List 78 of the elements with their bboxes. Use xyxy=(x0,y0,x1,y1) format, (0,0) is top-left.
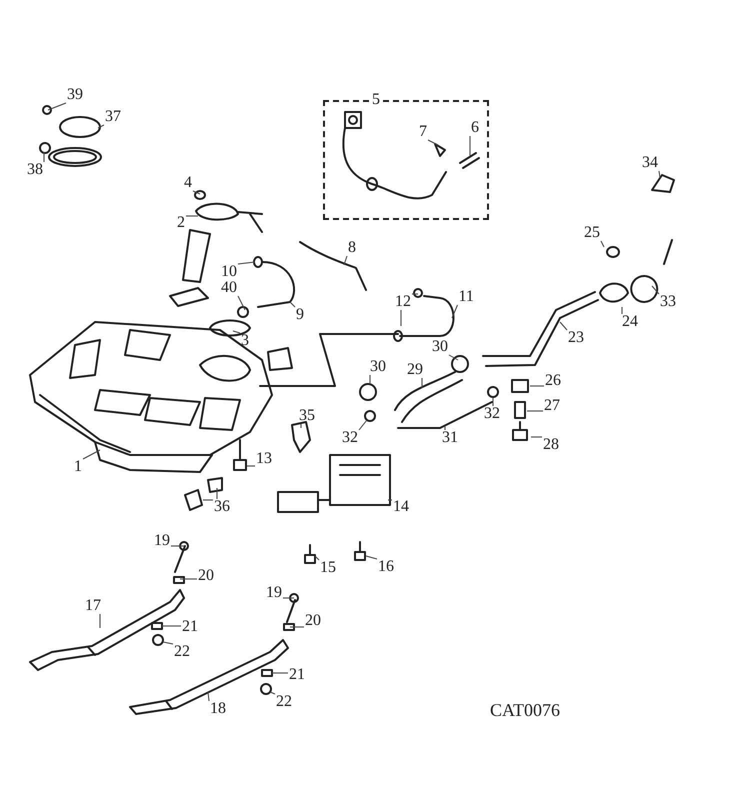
callout-number: 37 xyxy=(104,109,122,125)
leader-line xyxy=(208,692,210,702)
leader-line xyxy=(290,626,304,628)
leader-line xyxy=(192,190,200,194)
leader-line xyxy=(98,124,104,128)
callout-number: 15 xyxy=(319,560,337,576)
leader-line xyxy=(358,420,368,430)
callout-number: 26 xyxy=(544,373,562,389)
leader-line xyxy=(492,398,494,406)
leader-line xyxy=(180,578,198,580)
callout-number: 40 xyxy=(220,280,238,296)
callout-number: 16 xyxy=(377,559,395,575)
callout-number: 3 xyxy=(240,333,250,349)
callout-number: 33 xyxy=(659,294,677,310)
callout-number: 7 xyxy=(418,124,428,140)
callout-number: 4 xyxy=(183,175,193,191)
leader-line xyxy=(530,436,542,438)
callout-number: 39 xyxy=(66,87,84,103)
callout-number: 14 xyxy=(392,499,410,515)
leader-line xyxy=(526,410,544,412)
leader-line xyxy=(428,140,438,146)
leader-line xyxy=(452,304,458,318)
callout-number: 12 xyxy=(394,294,412,310)
callout-number: 19 xyxy=(265,585,283,601)
callout-number: 38 xyxy=(26,162,44,178)
leader-line xyxy=(272,672,288,674)
leader-line xyxy=(238,262,256,264)
callout-number: 8 xyxy=(347,240,357,256)
leader-line xyxy=(290,302,296,308)
callout-number: 30 xyxy=(369,359,387,375)
leader-line xyxy=(162,642,174,644)
callout-number: 18 xyxy=(209,701,227,717)
callout-number: 2 xyxy=(176,215,186,231)
leader-line xyxy=(300,424,302,428)
leader-line xyxy=(652,286,660,294)
callout-number: 28 xyxy=(542,437,560,453)
leader-line xyxy=(270,692,276,694)
callout-number: 9 xyxy=(295,307,305,323)
drawing-code-label: CAT0076 xyxy=(490,700,560,721)
callout-number: 27 xyxy=(543,398,561,414)
callout-number: 19 xyxy=(153,533,171,549)
callout-number: 17 xyxy=(84,598,102,614)
callout-number: 22 xyxy=(173,644,191,660)
callout-number: 24 xyxy=(621,314,639,330)
callout-number: 20 xyxy=(197,568,215,584)
leader-line xyxy=(560,322,568,330)
leader-line xyxy=(238,296,246,310)
callout-number: 35 xyxy=(298,408,316,424)
callout-number: 1 xyxy=(73,459,83,475)
leader-line xyxy=(216,488,218,500)
callout-number: 22 xyxy=(275,694,293,710)
callout-number: 11 xyxy=(458,289,475,305)
callout-number: 20 xyxy=(304,613,322,629)
leader-line xyxy=(366,556,378,560)
callout-number: 25 xyxy=(583,225,601,241)
callout-number: 36 xyxy=(213,499,231,515)
leader-line xyxy=(658,170,660,178)
callout-number: 31 xyxy=(441,430,459,446)
callout-number: 23 xyxy=(567,330,585,346)
callout-number: 21 xyxy=(181,619,199,635)
callout-number: 30 xyxy=(431,339,449,355)
callout-number: 6 xyxy=(470,120,480,136)
leader-line xyxy=(400,310,402,326)
leader-line xyxy=(314,556,320,560)
callout-number: 10 xyxy=(220,264,238,280)
callout-number: 32 xyxy=(483,406,501,422)
leader-line xyxy=(232,330,240,334)
callout-number: 21 xyxy=(288,667,306,683)
leader-line xyxy=(48,102,66,110)
leader-line xyxy=(344,256,348,266)
leader-line xyxy=(448,354,458,360)
callout-number: 32 xyxy=(341,430,359,446)
leader-line xyxy=(82,450,100,460)
leader-line xyxy=(600,240,604,248)
leader-line xyxy=(444,426,446,430)
callout-number: 34 xyxy=(641,155,659,171)
callout-number: 29 xyxy=(406,362,424,378)
callout-number: 13 xyxy=(255,451,273,467)
